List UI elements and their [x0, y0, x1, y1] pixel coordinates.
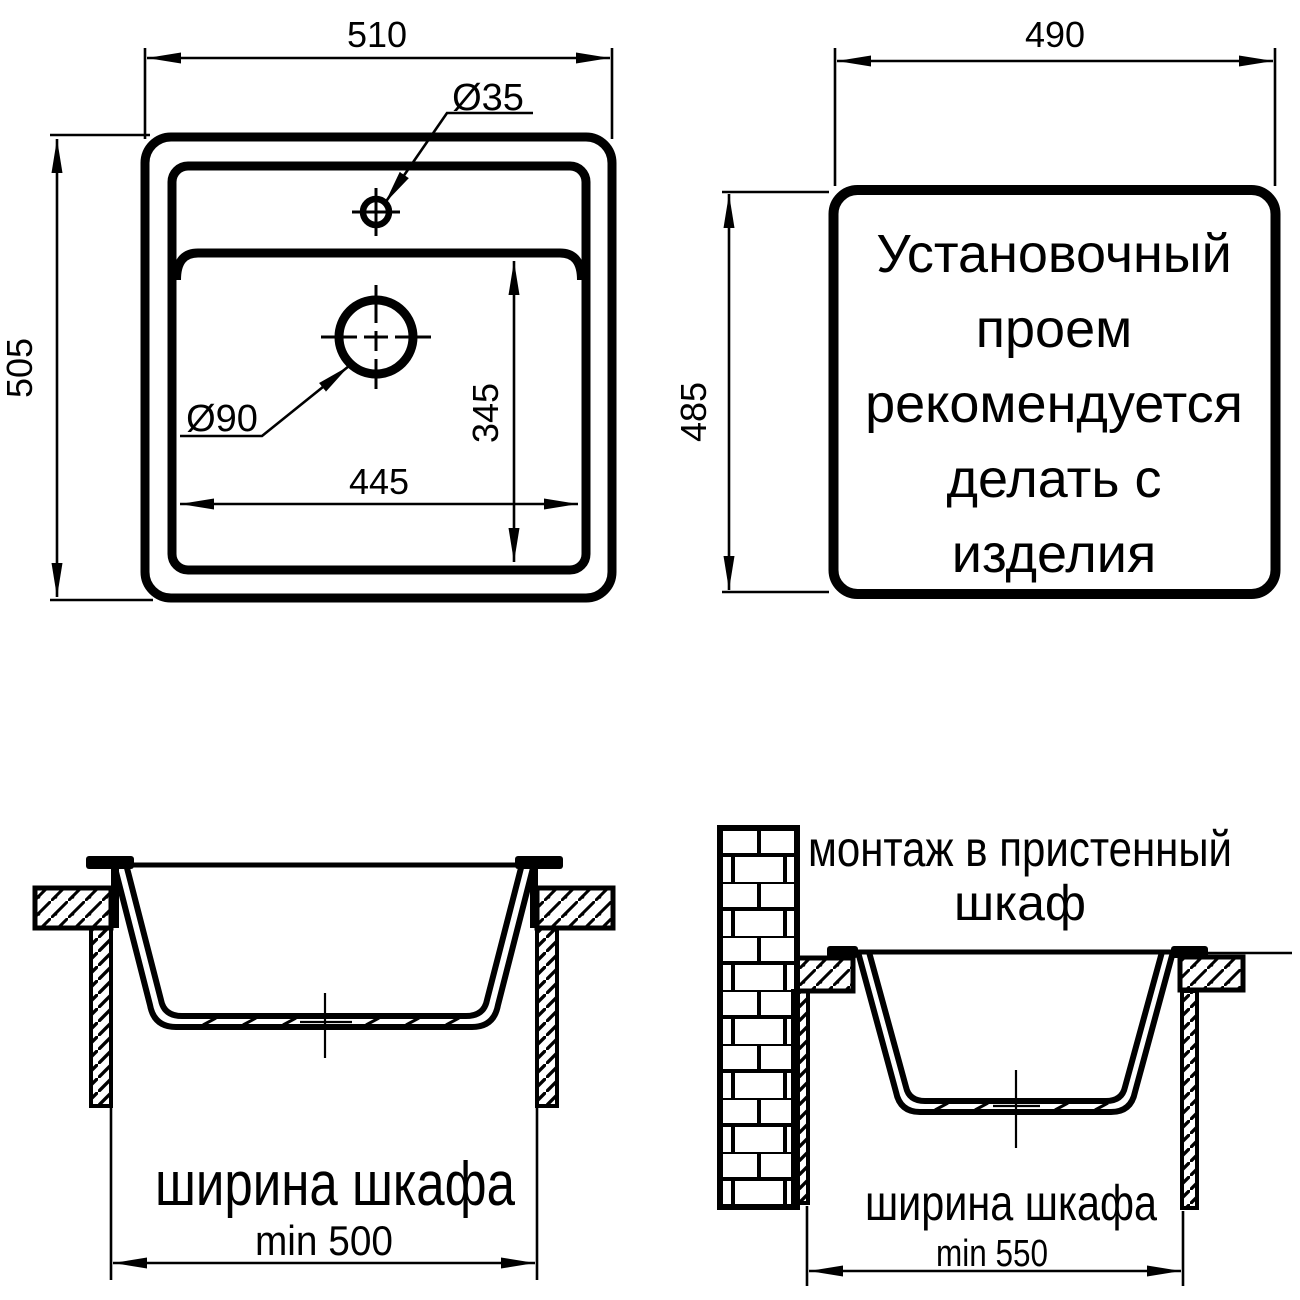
- brick-wall-section: [717, 825, 800, 1210]
- note-line-4: делать с: [947, 449, 1162, 509]
- mounting-clip: [1171, 946, 1208, 958]
- dim-490: 490: [1025, 14, 1085, 55]
- bowl-top-edge: [172, 248, 586, 281]
- wall-cabinet-title-2: шкаф: [954, 875, 1086, 931]
- countertop-section: [32, 885, 114, 931]
- cabinet-wall-section: [89, 926, 113, 1108]
- cabinet-width-min: min 550: [936, 1233, 1048, 1275]
- sink-rim-edge: [530, 861, 538, 928]
- leader-drain: [180, 364, 350, 438]
- countertop-section: [534, 885, 616, 931]
- dim-510: 510: [347, 14, 407, 55]
- cutout-outline: [828, 185, 1281, 599]
- dim-345: 345: [465, 383, 506, 443]
- leader-faucet-hole: [383, 111, 533, 204]
- sink-outer-edge: [140, 132, 617, 603]
- note-line-3: рекомендуется: [865, 374, 1243, 434]
- dim-485: 485: [673, 382, 714, 442]
- section-ticks: [202, 1016, 460, 1027]
- mounting-clip: [86, 856, 134, 869]
- cabinet-wall-section: [535, 926, 559, 1108]
- cabinet-width-min: min 500: [255, 1217, 393, 1264]
- note-line-2: проем: [976, 299, 1132, 359]
- top-view: 510 505 Ø35 Ø90 445 345: [0, 14, 617, 603]
- countertop-section: [1177, 954, 1246, 993]
- cabinet-width-label: ширина шкафа: [155, 1150, 515, 1219]
- dim-drain: Ø90: [186, 398, 258, 440]
- sink-rim-inner-edge: [167, 161, 591, 575]
- dim-505: 505: [0, 338, 40, 398]
- cabinet-wall-section: [1180, 989, 1199, 1210]
- section-standard-cabinet: ширина шкафа min 500: [32, 856, 616, 1280]
- cabinet-width-label: ширина шкафа: [865, 1175, 1157, 1231]
- note-line-5: изделия: [952, 524, 1156, 584]
- countertop-section: [794, 955, 856, 994]
- note-line-1: Установочный: [876, 224, 1232, 284]
- dim-445: 445: [349, 461, 409, 502]
- sink-rim-edge: [111, 861, 119, 928]
- section-ticks: [934, 1101, 1109, 1112]
- mounting-clip: [515, 856, 563, 869]
- section-wall-cabinet: монтаж в пристенный шкаф ширина шкафа mi…: [717, 821, 1292, 1286]
- mounting-clip: [827, 946, 858, 958]
- cabinet-wall-section: [791, 989, 810, 1205]
- cutout-view: 490 485 Установочный проем рекомендуется…: [673, 14, 1281, 599]
- wall-cabinet-title-1: монтаж в пристенный: [808, 821, 1232, 877]
- drain-crosshair: [321, 285, 431, 389]
